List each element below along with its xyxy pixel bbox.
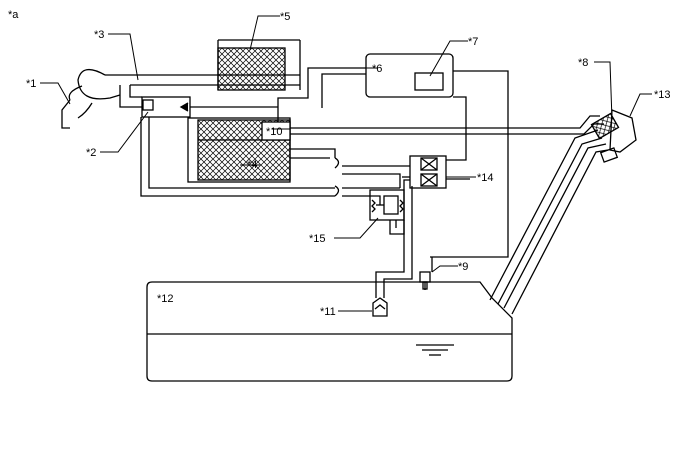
- callout-4: *4: [247, 159, 257, 171]
- purge-port: [261, 121, 291, 141]
- filler-pipe: [489, 129, 609, 315]
- callout-6: *6: [372, 63, 382, 75]
- pump-module: [402, 155, 470, 189]
- callout-9: *9: [458, 261, 468, 273]
- fuel-tank: [146, 281, 513, 382]
- air-cleaner: [217, 39, 301, 91]
- leader-lines: [40, 15, 652, 312]
- callout-10: *10: [266, 126, 283, 138]
- callout-7: *7: [468, 36, 478, 48]
- sensor-tube: [430, 70, 509, 258]
- vent-line: [375, 179, 410, 298]
- callout-5: *5: [280, 11, 290, 23]
- callout-1: *1: [26, 78, 36, 90]
- callout-13: *13: [654, 89, 671, 101]
- fuel-inlet: [590, 109, 637, 163]
- callout-14: *14: [477, 172, 494, 184]
- callout-3: *3: [94, 29, 104, 41]
- callout-12: *12: [157, 293, 174, 305]
- refueling-valve: [369, 189, 405, 235]
- figure-label: *a: [8, 9, 19, 21]
- callout-15: *15: [309, 233, 326, 245]
- ecm: [365, 53, 454, 98]
- callout-11: *11: [320, 306, 336, 318]
- callout-8: *8: [578, 57, 588, 69]
- fuel-cutoff-valve: [372, 297, 388, 317]
- pressure-sensor: [419, 271, 431, 290]
- callout-2: *2: [86, 147, 96, 159]
